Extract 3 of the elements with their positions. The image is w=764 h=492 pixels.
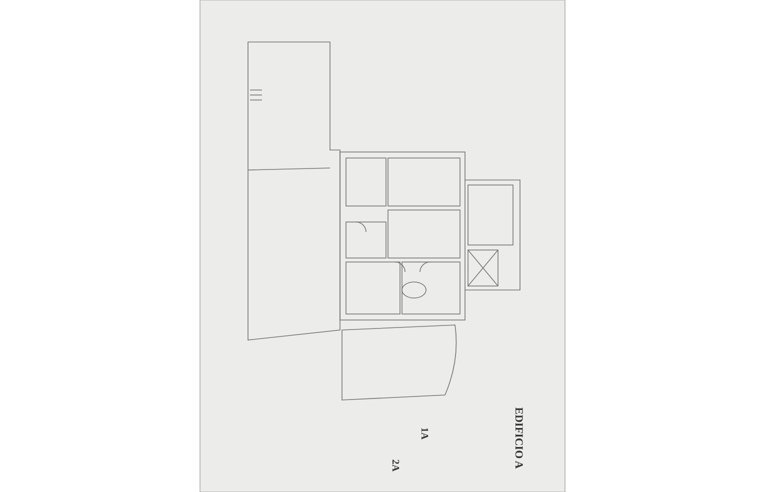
building-title: EDIFICIO A: [512, 407, 525, 469]
unit-number: 2A: [390, 459, 401, 472]
unit-number: 1A: [418, 427, 430, 440]
